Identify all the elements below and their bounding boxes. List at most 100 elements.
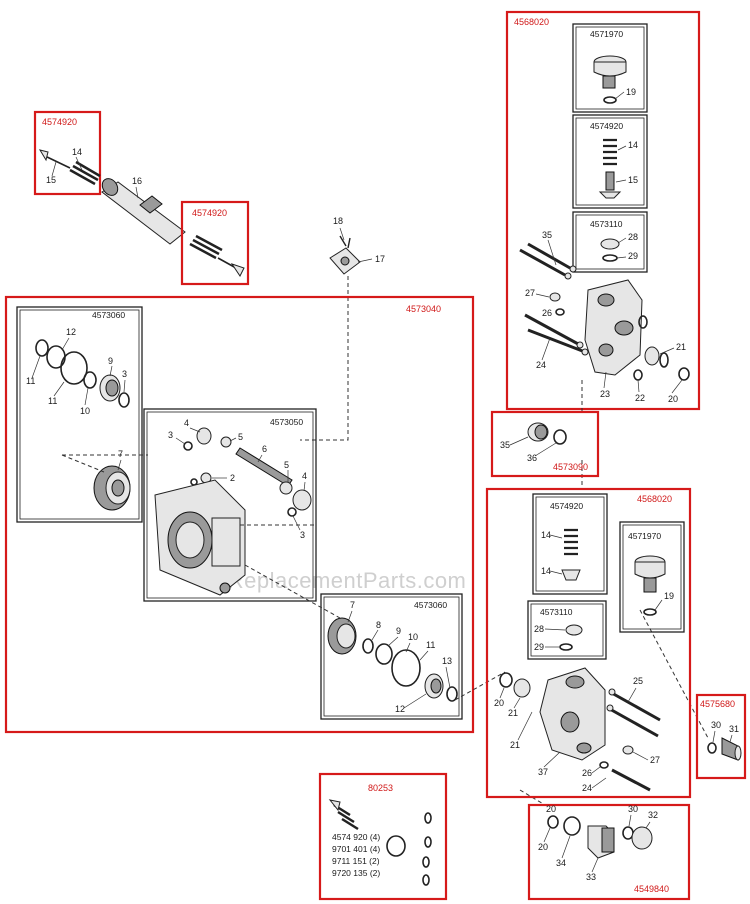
callout-14-d: 14 [541, 566, 551, 576]
callout-3-b: 3 [168, 430, 173, 440]
kit-80253[interactable]: 80253 4574 920 (4) 9701 401 (4) 9711 151… [318, 772, 448, 901]
spring-part [189, 234, 245, 277]
kit-4549840-label: 4549840 [634, 884, 669, 894]
callout-2: 2 [230, 473, 235, 483]
kit-4549840[interactable]: 20 20 34 33 30 32 4549840 [527, 803, 691, 901]
inlet-parts [183, 427, 312, 517]
cap-35-part [527, 422, 549, 442]
watermark: eReplacementParts.com [215, 568, 466, 593]
callout-19: 19 [626, 87, 636, 97]
kit-80253-item: 4574 920 (4) [332, 832, 380, 842]
callout-20-c2: 20 [538, 842, 548, 852]
kit-80253-parts [328, 799, 432, 886]
kit-4573060-bottom-label: 4573060 [414, 600, 447, 610]
kit-4568020-top-label: 4568020 [514, 17, 549, 27]
callout-5: 5 [238, 432, 243, 442]
callout-20-b: 20 [494, 698, 504, 708]
kit-4574920-top-label: 4574920 [590, 121, 623, 131]
callout-20: 20 [668, 394, 678, 404]
kit-4568020-right-label: 4568020 [637, 494, 672, 504]
callout-19-b: 19 [664, 591, 674, 601]
callout-8: 8 [376, 620, 381, 630]
callout-13: 13 [442, 656, 452, 666]
callout-10: 10 [80, 406, 90, 416]
callout-14-c: 14 [541, 530, 551, 540]
callout-6: 6 [262, 444, 267, 454]
callout-11-c: 11 [426, 640, 435, 650]
callout-7: 7 [118, 449, 123, 459]
kit-4573040-label: 4573040 [406, 304, 441, 314]
callout-21-b: 21 [508, 708, 518, 718]
kit-4573090[interactable]: 35 36 4573090 [490, 410, 600, 478]
callout-9: 9 [108, 356, 113, 366]
callout-22: 22 [635, 393, 645, 403]
callout-15: 15 [628, 175, 638, 185]
kit-4571970-right-label: 4571970 [628, 531, 661, 541]
kit-4575680-label: 4575680 [700, 699, 735, 709]
kit-4573110-right-label: 4573110 [540, 607, 573, 617]
plug-part [593, 55, 627, 104]
callout-4-b: 4 [302, 471, 307, 481]
kit-4574920-left-mid[interactable]: 4574920 [180, 200, 250, 286]
kit-4573090-label: 4573090 [553, 462, 588, 472]
bearing-7-part [93, 465, 131, 511]
callout-24-b: 24 [582, 783, 592, 793]
kit-4574920-left-top-label: 4574920 [42, 117, 77, 127]
callout-30-b: 30 [628, 804, 638, 814]
kit-4574920-left-mid-label: 4574920 [192, 208, 227, 218]
callout-7-b: 7 [350, 600, 355, 610]
unloader-parts [547, 815, 653, 859]
callout-17: 17 [375, 254, 385, 264]
callout-5-b: 5 [284, 460, 289, 470]
callout-29-b: 29 [534, 642, 544, 652]
manifold-body-top [584, 279, 643, 376]
valve-spring-right-part [561, 528, 581, 581]
valve-spring-part [598, 138, 622, 199]
callout-28-b: 28 [534, 624, 544, 634]
callout-26: 26 [542, 308, 552, 318]
callout-36: 36 [527, 453, 537, 463]
callout-11: 11 [26, 376, 35, 386]
bolts-25 [606, 688, 661, 738]
kit-80253-item: 9711 151 (2) [332, 856, 380, 866]
kit-4573040[interactable]: 4573040 4573060 12 11 11 10 9 3 [4, 295, 475, 734]
callout-18: 18 [333, 216, 343, 226]
callout-33: 33 [586, 872, 596, 882]
callout-14: 14 [628, 140, 638, 150]
callout-32: 32 [648, 810, 658, 820]
kit-4568020-right[interactable]: 4568020 4574920 14 14 4571970 19 4573110 [485, 487, 692, 799]
callout-24: 24 [536, 360, 546, 370]
callout-34: 34 [556, 858, 566, 868]
callout-29: 29 [628, 251, 638, 261]
callout-28: 28 [628, 232, 638, 242]
callout-25: 25 [633, 676, 643, 686]
callout-15-a: 15 [46, 175, 56, 185]
kit-4575680[interactable]: 4575680 30 31 [695, 693, 747, 780]
kit-4573060-left-label: 4573060 [92, 310, 125, 320]
callout-16: 16 [132, 176, 142, 186]
callout-27: 27 [525, 288, 535, 298]
seal-kit-left-parts [35, 339, 130, 408]
plunger-16-part [101, 178, 186, 245]
kit-4568020-top[interactable]: 4568020 4571970 19 4574920 14 15 4573110 [505, 10, 701, 411]
kit-4573050-label: 4573050 [270, 417, 303, 427]
kit-4574920-left-top[interactable]: 4574920 14 15 [33, 110, 102, 196]
callout-11-b: 11 [48, 396, 57, 406]
callout-27-b: 27 [650, 755, 660, 765]
callout-10-b: 10 [408, 632, 418, 642]
kit-80253-item: 9701 401 (4) [332, 844, 380, 854]
crankcase-body [154, 479, 246, 596]
bolts-24 [524, 313, 589, 356]
kit-80253-label: 80253 [368, 783, 393, 793]
kit-4574920-right-label: 4574920 [550, 501, 583, 511]
callout-14-a: 14 [72, 147, 82, 157]
callout-3-c: 3 [300, 530, 305, 540]
callout-3: 3 [122, 369, 127, 379]
callout-20-c: 20 [546, 804, 556, 814]
callout-21-c: 21 [510, 740, 520, 750]
spring-14-part [38, 149, 101, 186]
callout-23: 23 [600, 389, 610, 399]
seal-kit-bottom-parts [327, 617, 458, 702]
plate-17-part [329, 235, 361, 275]
